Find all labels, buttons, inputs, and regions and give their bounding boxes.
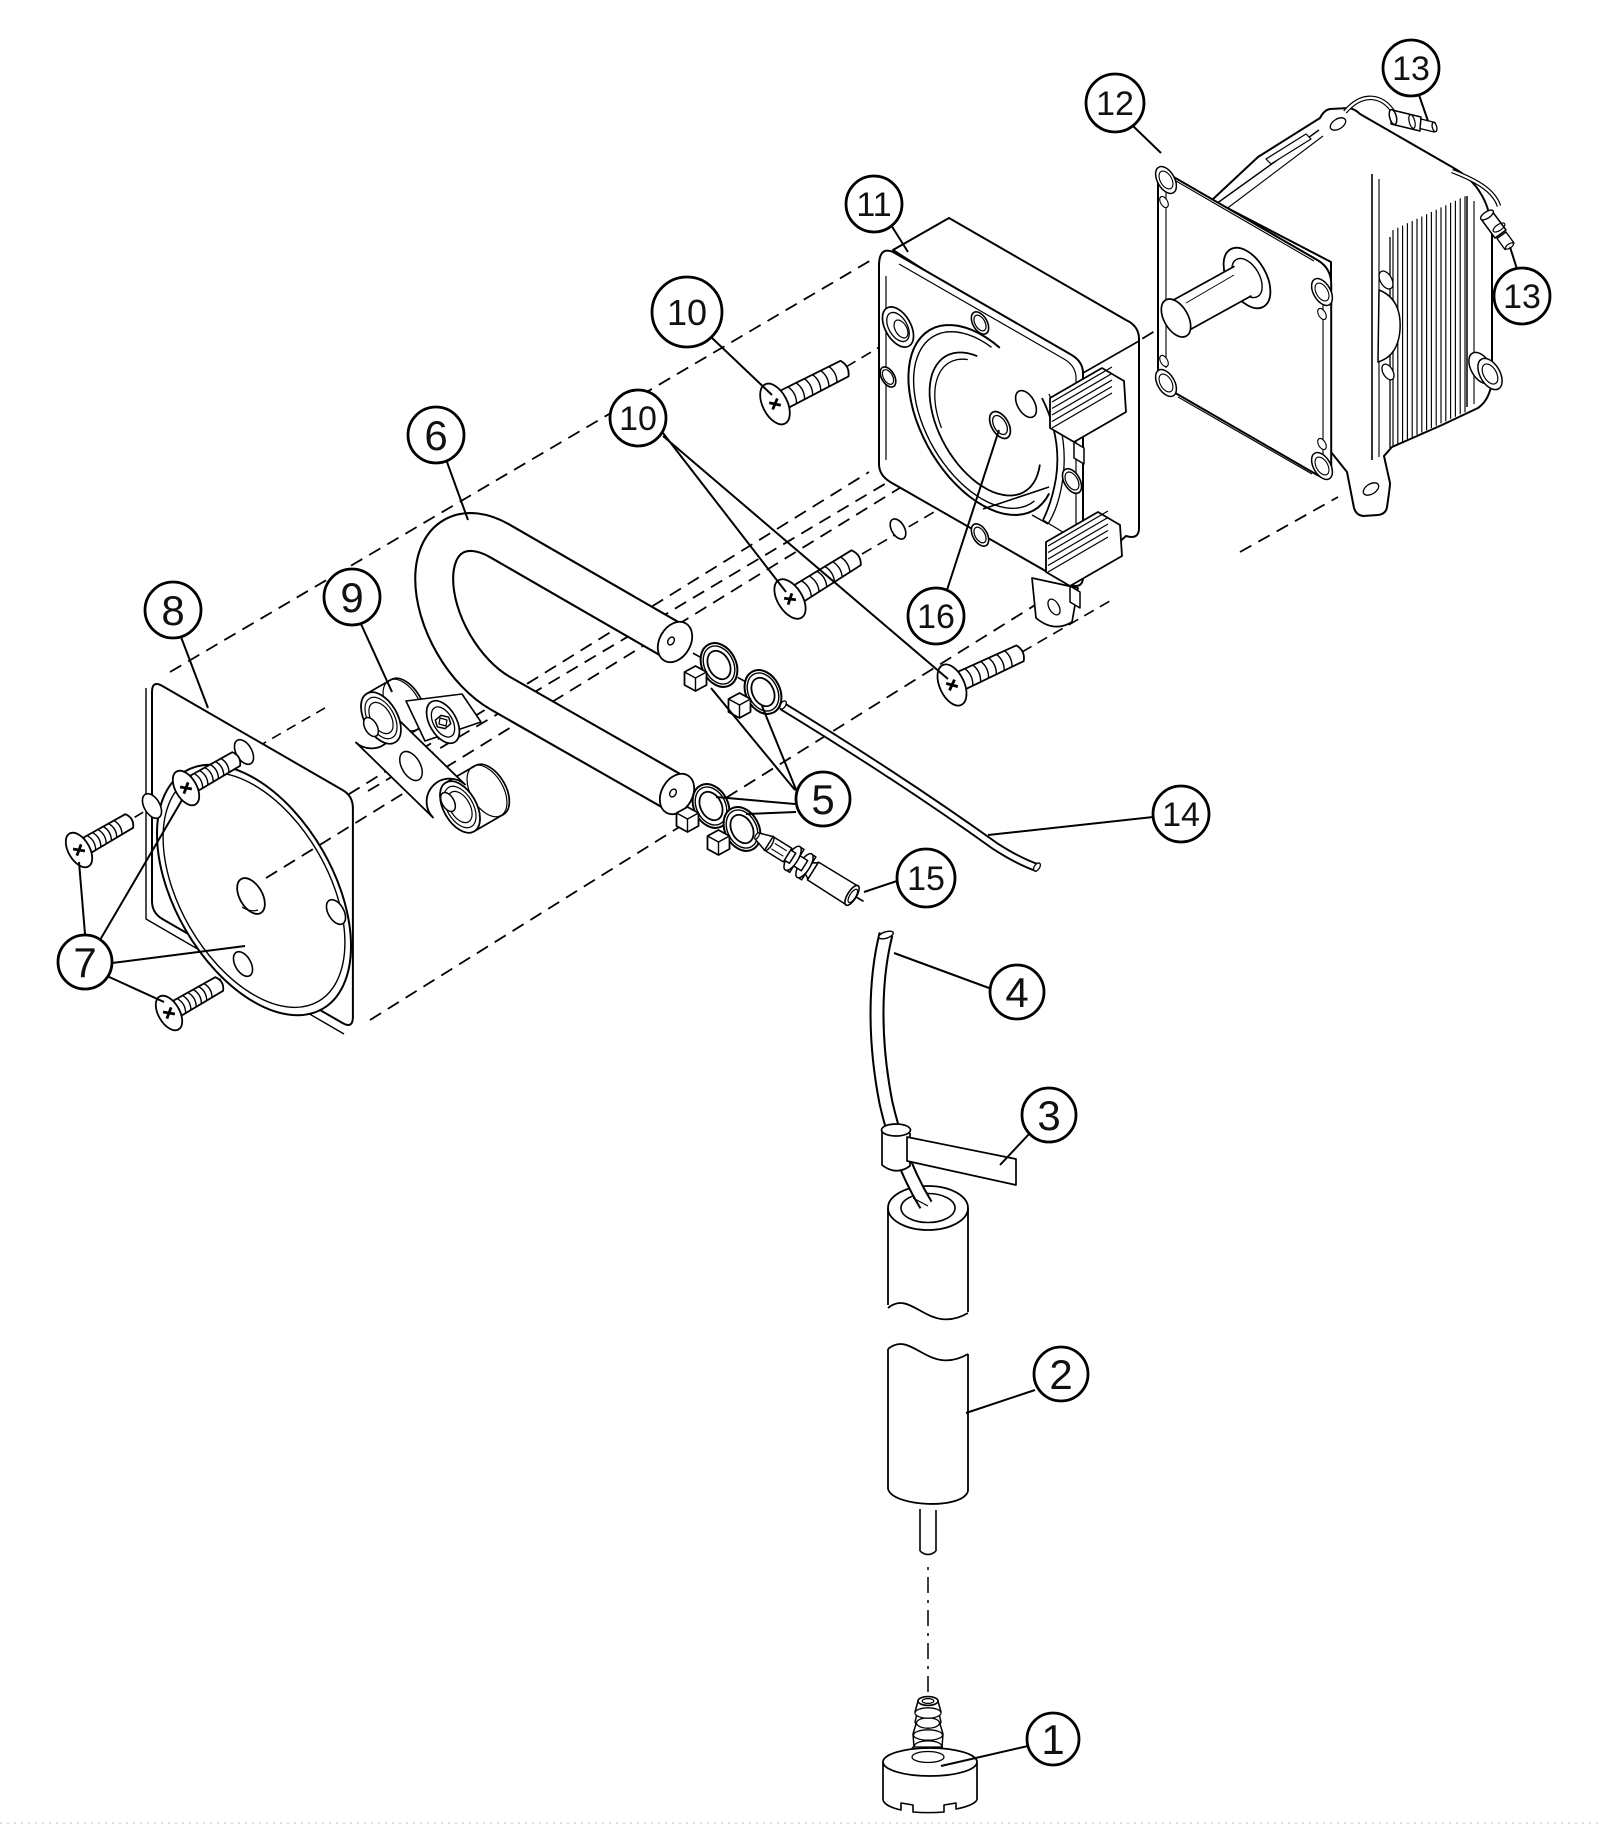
svg-text:5: 5 xyxy=(811,776,834,823)
svg-text:4: 4 xyxy=(1005,969,1028,1016)
svg-text:10: 10 xyxy=(667,292,707,333)
svg-text:7: 7 xyxy=(73,939,96,986)
svg-text:1: 1 xyxy=(1041,1716,1064,1763)
svg-text:6: 6 xyxy=(424,412,447,459)
svg-text:15: 15 xyxy=(907,860,945,898)
svg-text:11: 11 xyxy=(856,186,891,224)
svg-text:9: 9 xyxy=(340,574,363,621)
svg-text:3: 3 xyxy=(1037,1092,1060,1139)
svg-text:8: 8 xyxy=(161,587,184,634)
svg-text:13: 13 xyxy=(1392,50,1430,88)
svg-text:14: 14 xyxy=(1162,796,1200,834)
svg-text:10: 10 xyxy=(619,400,657,438)
svg-text:12: 12 xyxy=(1096,85,1134,123)
svg-text:2: 2 xyxy=(1049,1351,1072,1398)
svg-text:16: 16 xyxy=(917,598,955,636)
svg-text:13: 13 xyxy=(1503,278,1541,316)
